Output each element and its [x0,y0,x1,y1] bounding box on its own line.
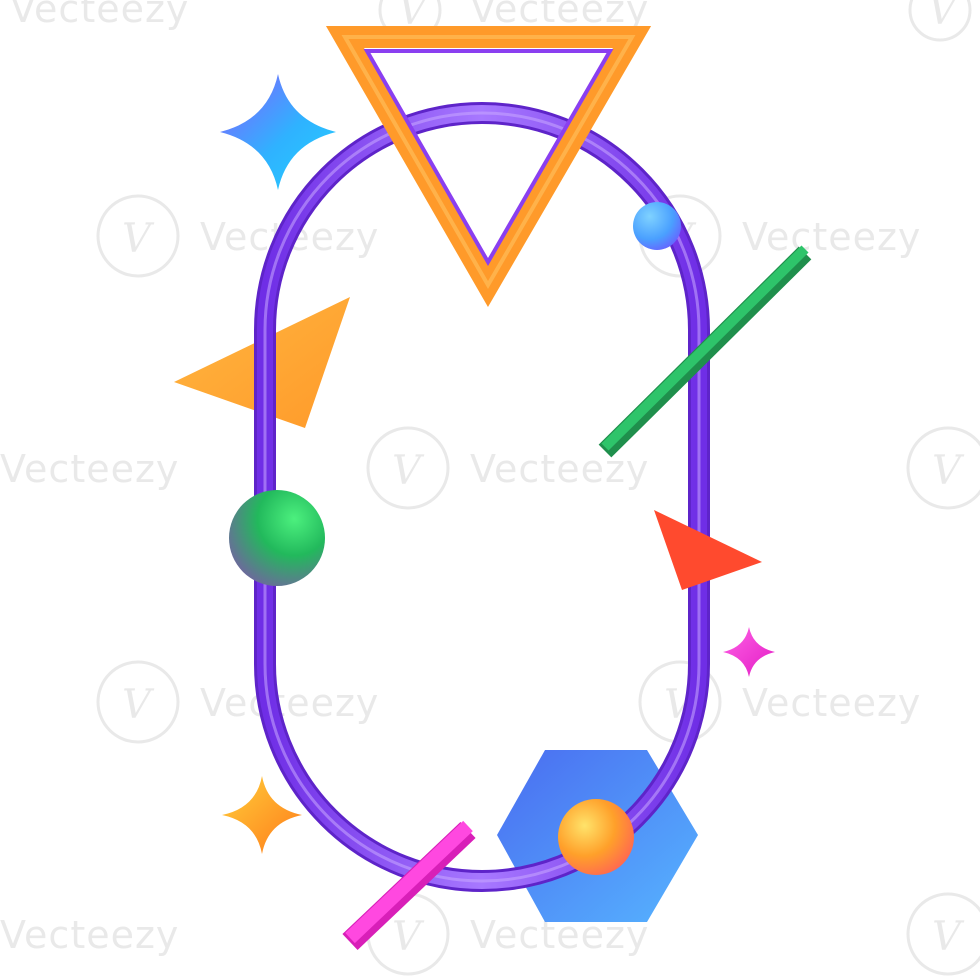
svg-text:V: V [392,914,425,960]
watermark-tile: V Vecteezy [96,660,379,744]
svg-text:Vecteezy: Vecteezy [200,681,379,725]
svg-text:V: V [122,682,155,728]
green-sphere [229,490,325,586]
watermark-tile: Vecteezy [0,447,179,491]
svg-text:Vecteezy: Vecteezy [0,913,179,957]
svg-text:V: V [392,448,425,494]
watermark-tile: Vecteezy [0,913,179,957]
svg-text:V: V [122,216,155,262]
pink-bar [342,820,476,950]
orange-inverted-triangle [325,26,652,307]
watermark-tile: V [908,0,972,42]
orange-sphere [558,799,634,875]
svg-text:Vecteezy: Vecteezy [470,0,649,31]
watermark-tile: Vecteezy [10,0,189,31]
pink-sparkle-star [723,627,775,677]
svg-text:Vecteezy: Vecteezy [10,0,189,31]
blue-sparkle-star [220,74,336,190]
yellow-sparkle-star [222,776,302,854]
svg-text:Vecteezy: Vecteezy [0,447,179,491]
svg-text:V: V [928,0,961,34]
red-triangle [654,510,762,590]
svg-text:Vecteezy: Vecteezy [742,215,921,259]
blue-sphere [633,202,681,250]
svg-text:Vecteezy: Vecteezy [742,681,921,725]
watermark-tile: V Vecteezy [378,0,649,42]
svg-text:V: V [932,914,965,960]
watermark-tile: V Vecteezy [366,426,649,510]
watermark-tile: V [906,892,980,976]
svg-text:V: V [932,448,965,494]
green-bar [598,245,812,458]
watermark-tile: V [906,426,980,510]
svg-text:Vecteezy: Vecteezy [470,447,649,491]
watermark-tile: V Vecteezy [96,194,378,278]
